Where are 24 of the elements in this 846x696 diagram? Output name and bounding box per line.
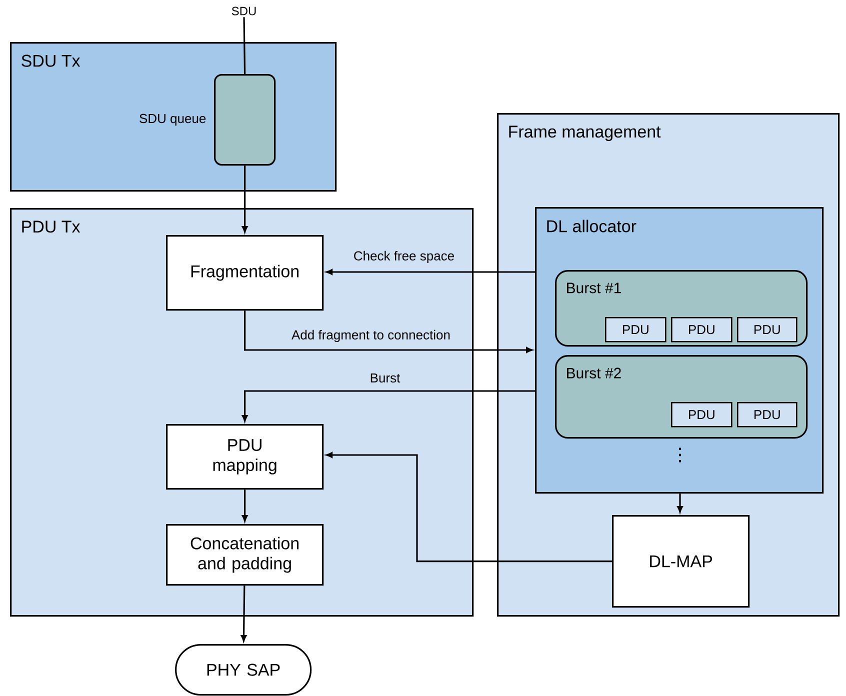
arrow <box>326 269 535 275</box>
pdu-box: PDU <box>671 317 732 342</box>
arrow <box>326 452 612 562</box>
pdu-box: PDU <box>737 317 798 342</box>
node-caption: SDU queue <box>140 114 206 126</box>
arrow <box>242 390 535 422</box>
terminal-box: PHY SAP <box>175 644 312 696</box>
arrow <box>244 310 533 353</box>
arrow <box>240 586 247 642</box>
process-box: PDU mapping <box>166 424 324 490</box>
process-box: Concatenation and padding <box>166 524 324 586</box>
signal-label: SDU <box>232 6 256 16</box>
pdu-box: PDU <box>671 402 732 428</box>
process-box: DL-MAP <box>612 515 750 608</box>
edge-label: Add fragment to connection <box>290 328 452 344</box>
pdu-box: PDU <box>737 402 798 428</box>
arrow <box>677 494 683 513</box>
pdu-box: PDU <box>605 317 666 342</box>
process-box: Fragmentation <box>166 235 324 311</box>
arrow <box>242 166 248 233</box>
arrow <box>242 490 248 522</box>
edge-label: Check free space <box>352 250 456 264</box>
ellipsis: ⋮ <box>679 448 681 462</box>
queue-symbol <box>214 74 276 166</box>
